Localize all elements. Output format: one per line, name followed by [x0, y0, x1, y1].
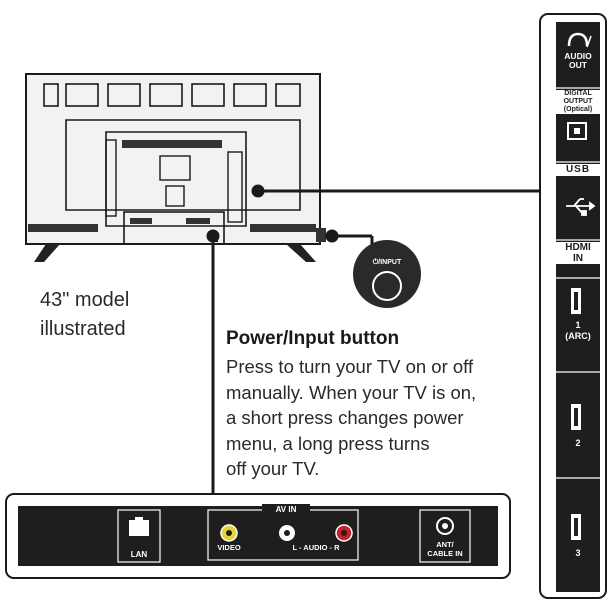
power-input-title: Power/Input button: [226, 328, 400, 349]
description-line: manually. When your TV is on,: [226, 381, 477, 403]
video-label: VIDEO: [217, 543, 241, 552]
description-line: off your TV.: [226, 458, 320, 479]
bottom-port-panel: [5, 493, 511, 579]
audio-out-label-line: AUDIO: [564, 51, 592, 61]
hdmi-port-2-label: 2: [575, 438, 581, 448]
headphone-icon: [567, 32, 589, 47]
tv-back-illustration: [25, 73, 326, 262]
digital-output-label: DIGITAL OUTPUT (Optical): [556, 90, 600, 114]
description-line: Press to turn your TV on or off: [226, 356, 474, 377]
ant-label-line: ANT/: [436, 540, 454, 549]
audio-out-label: AUDIO OUT: [556, 52, 600, 70]
audio-label: L - AUDIO - R: [292, 543, 340, 552]
hdmi-port-1-label: 1 (ARC): [556, 320, 600, 342]
model-caption: 43" model illustrated: [40, 289, 130, 340]
callout-lines: [206, 184, 542, 494]
power-input-description: Press to turn your TV on or off manually…: [226, 354, 526, 482]
power-input-button-illustration: [353, 240, 421, 308]
description-line: a short press changes power: [226, 407, 464, 428]
hdmi-port-note: (ARC): [565, 331, 591, 341]
optical-port-icon: [567, 122, 587, 140]
digital-output-label-line: DIGITAL: [564, 90, 592, 97]
hdmi-port-number: 1: [575, 320, 581, 330]
lan-port-icon: [129, 520, 149, 536]
hdmi-in-label: HDMI IN: [556, 242, 600, 264]
ant-cable-in-label: ANT/ CABLE IN: [416, 540, 474, 558]
hdmi-port-3-label: 3: [575, 548, 581, 558]
ant-label-line: CABLE IN: [427, 548, 463, 558]
usb-icon: [566, 198, 596, 216]
coax-port-icon: [436, 517, 454, 535]
usb-label: USB: [556, 164, 600, 176]
digital-output-label-line: (Optical): [563, 106, 593, 113]
description-line: menu, a long press turns: [226, 432, 430, 454]
power-button-label: ⏻/INPUT: [372, 259, 402, 266]
audio-out-label-line: OUT: [569, 60, 587, 70]
av-in-label: AV IN: [275, 505, 297, 514]
digital-output-label-line: OUTPUT: [563, 98, 593, 105]
lan-label: LAN: [130, 550, 148, 559]
side-port-panel: [539, 13, 607, 599]
